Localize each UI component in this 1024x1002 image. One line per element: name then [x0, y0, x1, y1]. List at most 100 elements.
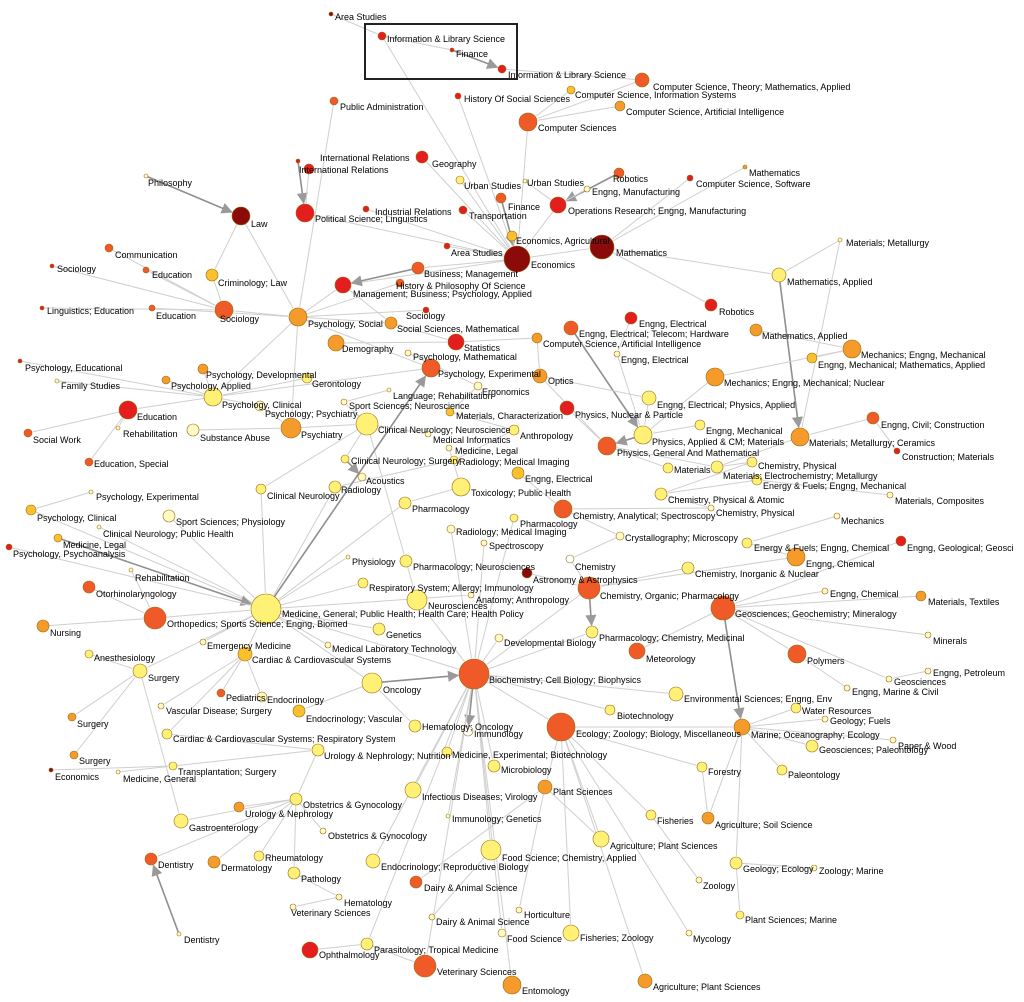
- node-circle-n172[interactable]: [168, 761, 178, 771]
- node-circle-n95[interactable]: [357, 472, 367, 482]
- node-circle-n66[interactable]: [203, 387, 223, 407]
- node-circle-n71[interactable]: [445, 407, 455, 417]
- node-circle-n128[interactable]: [577, 576, 601, 600]
- node-circle-n30[interactable]: [589, 234, 615, 260]
- node-circle-n61[interactable]: [301, 372, 313, 384]
- node-circle-n103[interactable]: [707, 504, 715, 512]
- node-circle-n104[interactable]: [25, 504, 37, 516]
- node-circle-n131[interactable]: [250, 593, 282, 625]
- node-circle-n12[interactable]: [303, 163, 315, 175]
- node-circle-n21[interactable]: [231, 206, 251, 226]
- node-circle-n38[interactable]: [334, 276, 352, 294]
- node-circle-n33[interactable]: [49, 263, 55, 269]
- node-circle-n9[interactable]: [614, 100, 626, 112]
- node-circle-n116[interactable]: [5, 543, 13, 551]
- node-circle-n89[interactable]: [449, 455, 459, 465]
- node-circle-n180[interactable]: [445, 813, 451, 819]
- node-circle-n162[interactable]: [408, 719, 422, 733]
- node-circle-n75[interactable]: [23, 428, 33, 438]
- node-circle-n200[interactable]: [428, 913, 436, 921]
- node-circle-n177[interactable]: [404, 781, 422, 799]
- node-circle-n118[interactable]: [345, 554, 351, 560]
- node-circle-n48[interactable]: [563, 320, 579, 336]
- node-circle-n57[interactable]: [404, 349, 412, 357]
- node-circle-n112[interactable]: [615, 531, 625, 541]
- node-circle-n111[interactable]: [446, 524, 456, 534]
- node-circle-n110[interactable]: [509, 513, 519, 523]
- node-circle-n25[interactable]: [458, 205, 468, 215]
- node-circle-n205[interactable]: [301, 941, 319, 959]
- node-circle-n63[interactable]: [473, 381, 483, 391]
- node-circle-n4[interactable]: [497, 64, 507, 74]
- node-circle-n170[interactable]: [48, 767, 54, 773]
- node-circle-n164[interactable]: [889, 736, 897, 744]
- node-circle-n151[interactable]: [843, 684, 851, 692]
- node-circle-n117[interactable]: [480, 539, 488, 547]
- node-circle-n182[interactable]: [701, 811, 715, 825]
- node-circle-n11[interactable]: [295, 158, 301, 164]
- node-circle-n121[interactable]: [565, 554, 575, 564]
- node-circle-n132[interactable]: [406, 589, 428, 611]
- node-circle-n169[interactable]: [441, 746, 453, 758]
- node-circle-n77[interactable]: [186, 423, 200, 437]
- node-circle-n193[interactable]: [287, 866, 301, 880]
- node-circle-n67[interactable]: [386, 387, 392, 393]
- node-circle-n201[interactable]: [497, 928, 507, 938]
- node-circle-n85[interactable]: [893, 447, 901, 455]
- node-circle-n99[interactable]: [451, 477, 471, 497]
- node-circle-n6[interactable]: [566, 85, 576, 95]
- node-circle-n39[interactable]: [771, 267, 787, 283]
- node-circle-n60[interactable]: [161, 375, 171, 385]
- node-circle-n90[interactable]: [597, 436, 617, 456]
- node-circle-n125[interactable]: [681, 561, 695, 575]
- node-circle-n197[interactable]: [289, 903, 297, 911]
- node-circle-n133[interactable]: [143, 606, 167, 630]
- node-circle-n185[interactable]: [592, 830, 610, 848]
- node-circle-n136[interactable]: [372, 622, 386, 636]
- node-circle-n107[interactable]: [833, 512, 841, 520]
- node-circle-n188[interactable]: [253, 850, 265, 862]
- node-circle-n101[interactable]: [88, 489, 94, 495]
- node-circle-n87[interactable]: [340, 454, 350, 464]
- node-circle-n155[interactable]: [668, 686, 684, 702]
- node-circle-n80[interactable]: [424, 430, 432, 438]
- node-circle-n203[interactable]: [685, 929, 693, 937]
- node-circle-n28[interactable]: [443, 242, 451, 250]
- node-circle-n109[interactable]: [96, 524, 102, 530]
- node-circle-n130[interactable]: [915, 590, 927, 602]
- node-circle-n27[interactable]: [506, 230, 518, 242]
- node-circle-n100[interactable]: [886, 491, 894, 499]
- node-circle-n36[interactable]: [411, 261, 425, 275]
- node-circle-n142[interactable]: [84, 649, 94, 659]
- node-circle-n199[interactable]: [735, 910, 745, 920]
- node-circle-n195[interactable]: [695, 876, 703, 884]
- node-circle-n126[interactable]: [82, 580, 96, 594]
- node-circle-n93[interactable]: [746, 456, 758, 468]
- node-circle-n124[interactable]: [357, 577, 369, 589]
- node-circle-n58[interactable]: [806, 352, 818, 364]
- node-circle-n76[interactable]: [115, 425, 121, 431]
- node-circle-n173[interactable]: [487, 759, 501, 773]
- node-circle-n31[interactable]: [837, 237, 843, 243]
- node-circle-n83[interactable]: [633, 425, 653, 445]
- node-circle-n196[interactable]: [335, 893, 343, 901]
- node-circle-n18[interactable]: [522, 178, 528, 184]
- node-circle-n55[interactable]: [17, 358, 23, 364]
- node-circle-n34[interactable]: [142, 266, 150, 274]
- node-circle-n135[interactable]: [36, 619, 50, 633]
- node-circle-n37[interactable]: [395, 278, 405, 288]
- node-circle-n10[interactable]: [518, 112, 538, 132]
- node-circle-n51[interactable]: [447, 333, 465, 351]
- node-circle-n56[interactable]: [197, 363, 209, 375]
- node-circle-n190[interactable]: [480, 839, 502, 861]
- node-circle-n168[interactable]: [311, 743, 325, 757]
- node-circle-n14[interactable]: [742, 164, 748, 170]
- node-circle-n41[interactable]: [148, 304, 156, 312]
- node-circle-n149[interactable]: [361, 672, 383, 694]
- node-circle-n176[interactable]: [289, 792, 303, 806]
- node-circle-n157[interactable]: [821, 715, 829, 723]
- node-circle-n84[interactable]: [790, 427, 810, 447]
- node-circle-n144[interactable]: [628, 642, 646, 660]
- node-circle-n92[interactable]: [710, 460, 724, 474]
- node-circle-n163[interactable]: [733, 718, 751, 736]
